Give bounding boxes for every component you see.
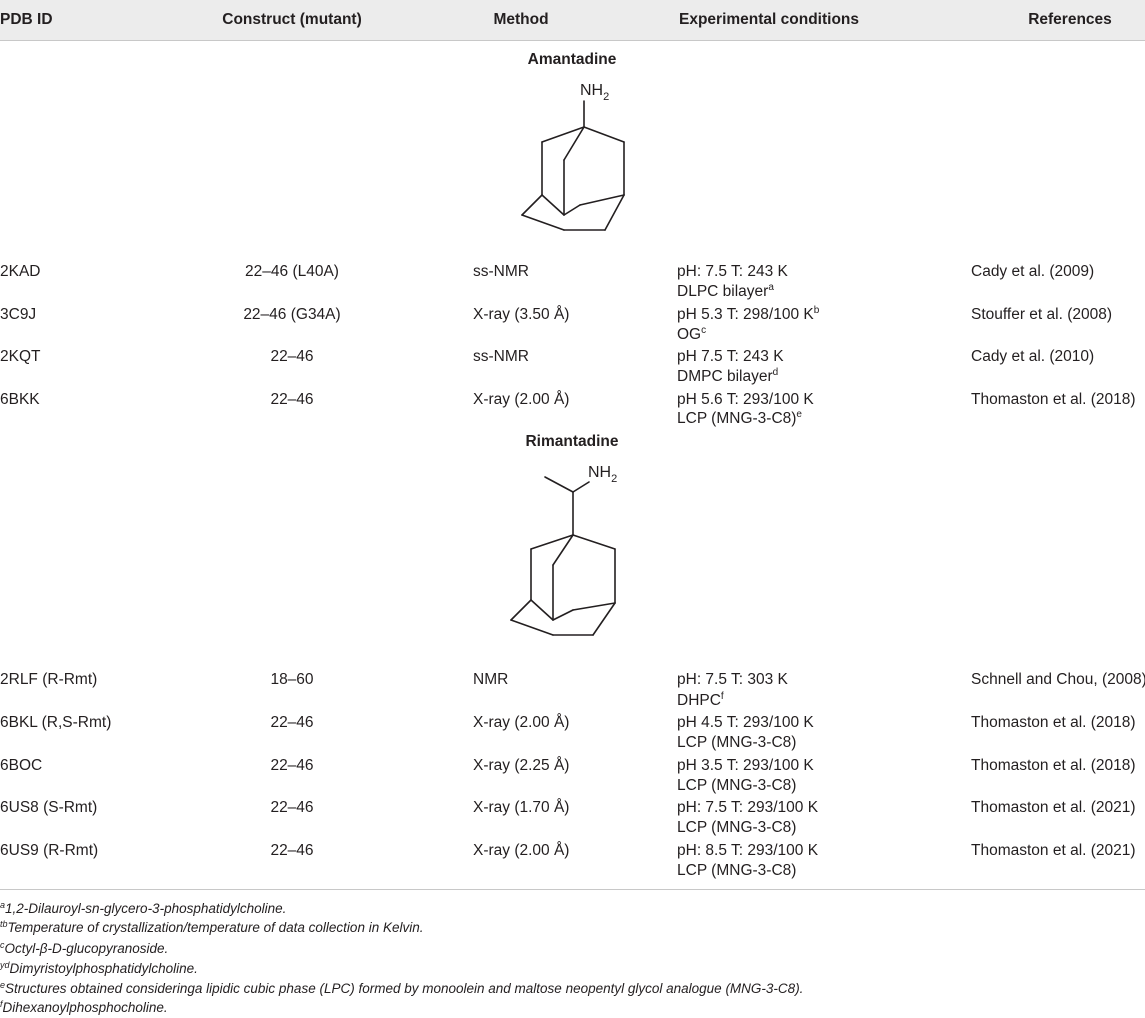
- table-row-pdb: 2KAD: [0, 263, 41, 280]
- table-row-pdb: 6US8 (S-Rmt): [0, 799, 98, 816]
- header-pdb-id: PDB ID: [0, 11, 53, 28]
- table-row-method: X-ray (3.50 Å): [473, 306, 570, 323]
- table-row-condition-medium: LCP (MNG-3-C8): [677, 819, 797, 836]
- table-row-condition: pH 5.3 T: 298/100 Kb: [677, 305, 820, 324]
- footnote: tbTemperature of crystallization/tempera…: [0, 919, 424, 936]
- table-row-condition-medium: OGc: [677, 325, 707, 344]
- table-row-method: ss-NMR: [473, 263, 529, 280]
- table-row-reference: Cady et al. (2009): [971, 263, 1095, 280]
- footnote: a1,2-Dilauroyl-sn-glycero-3-phosphatidyl…: [0, 900, 287, 917]
- table-row-reference: Thomaston et al. (2018): [971, 391, 1136, 408]
- table-row-condition: pH 5.6 T: 293/100 K: [677, 391, 814, 408]
- table-row-construct: 22–46: [270, 348, 314, 365]
- table-row-reference: Schnell and Chou, (2008): [971, 671, 1145, 688]
- footnote: eStructures obtained consideringa lipidi…: [0, 980, 804, 997]
- table-row-condition: pH: 8.5 T: 293/100 K: [677, 842, 819, 859]
- table-row-reference: Thomaston et al. (2021): [971, 842, 1136, 859]
- table-row-construct: 22–46: [270, 799, 314, 816]
- table-row-reference: Cady et al. (2010): [971, 348, 1095, 365]
- table-row-construct: 22–46 (L40A): [245, 263, 339, 280]
- table-row-construct: 22–46: [270, 757, 314, 774]
- table-row-condition-medium: DHPCf: [677, 691, 724, 710]
- table-row-construct: 22–46: [270, 842, 314, 859]
- table-bottom-rule: [0, 889, 1145, 890]
- table-row-condition: pH 3.5 T: 293/100 K: [677, 757, 814, 774]
- table-row-pdb: 6US9 (R-Rmt): [0, 842, 99, 859]
- table-row-method: X-ray (2.00 Å): [473, 391, 570, 408]
- table-row-construct: 22–46: [270, 714, 314, 731]
- amine-label: NH2: [588, 464, 617, 485]
- table-row-method: X-ray (2.00 Å): [473, 714, 570, 731]
- amantadine-structure: NH2: [521, 82, 625, 231]
- table-row-condition-medium: LCP (MNG-3-C8): [677, 862, 797, 879]
- table-row-condition-medium: LCP (MNG-3-C8): [677, 734, 797, 751]
- footnote: cOctyl-β-D-glucopyranoside.: [0, 940, 169, 957]
- table-row-pdb: 6BOC: [0, 757, 43, 774]
- amine-label: NH2: [580, 82, 609, 103]
- section-title-rimantadine: Rimantadine: [525, 433, 619, 450]
- footnote: fDihexanoylphosphocholine.: [0, 999, 168, 1016]
- table-row-condition: pH: 7.5 T: 293/100 K: [677, 799, 819, 816]
- footnote: ydDimyristoylphosphatidylcholine.: [0, 960, 198, 977]
- section-title-amantadine: Amantadine: [527, 51, 617, 68]
- table-row-method: NMR: [473, 671, 509, 688]
- table-row-pdb: 6BKL (R,S-Rmt): [0, 714, 112, 731]
- header-references: References: [1028, 11, 1112, 28]
- table-row-condition: pH 7.5 T: 243 K: [677, 348, 784, 365]
- table-row-construct: 22–46: [270, 391, 314, 408]
- header-conditions: Experimental conditions: [678, 11, 860, 28]
- table-row-reference: Stouffer et al. (2008): [971, 306, 1113, 323]
- table-row-pdb: 3C9J: [0, 306, 37, 323]
- table-row-method: ss-NMR: [473, 348, 529, 365]
- table-row-reference: Thomaston et al. (2021): [971, 799, 1136, 816]
- table-row-condition-medium: LCP (MNG-3-C8)e: [677, 409, 802, 428]
- table-row-pdb: 2RLF (R-Rmt): [0, 671, 98, 688]
- table-row-condition-medium: DLPC bilayera: [677, 282, 774, 301]
- table-row-method: X-ray (1.70 Å): [473, 799, 570, 816]
- table-row-condition: pH: 7.5 T: 303 K: [677, 671, 788, 688]
- table-row-method: X-ray (2.00 Å): [473, 842, 570, 859]
- table-row-condition: pH: 7.5 T: 243 K: [677, 263, 788, 280]
- table-row-reference: Thomaston et al. (2018): [971, 714, 1136, 731]
- header-construct: Construct (mutant): [222, 11, 362, 28]
- table-row-reference: Thomaston et al. (2018): [971, 757, 1136, 774]
- table-row-condition: pH 4.5 T: 293/100 K: [677, 714, 814, 731]
- table-header: [0, 0, 1145, 40]
- table-row-condition-medium: DMPC bilayerd: [677, 367, 779, 386]
- header-method: Method: [493, 11, 549, 28]
- table-row-method: X-ray (2.25 Å): [473, 757, 570, 774]
- rimantadine-structure: NH2: [510, 464, 617, 636]
- table-row-construct: 22–46 (G34A): [243, 306, 341, 323]
- table-row-construct: 18–60: [270, 671, 314, 688]
- table-row-condition-medium: LCP (MNG-3-C8): [677, 777, 797, 794]
- table-row-pdb: 2KQT: [0, 348, 41, 365]
- table-row-pdb: 6BKK: [0, 391, 40, 408]
- header-divider: [0, 40, 1145, 41]
